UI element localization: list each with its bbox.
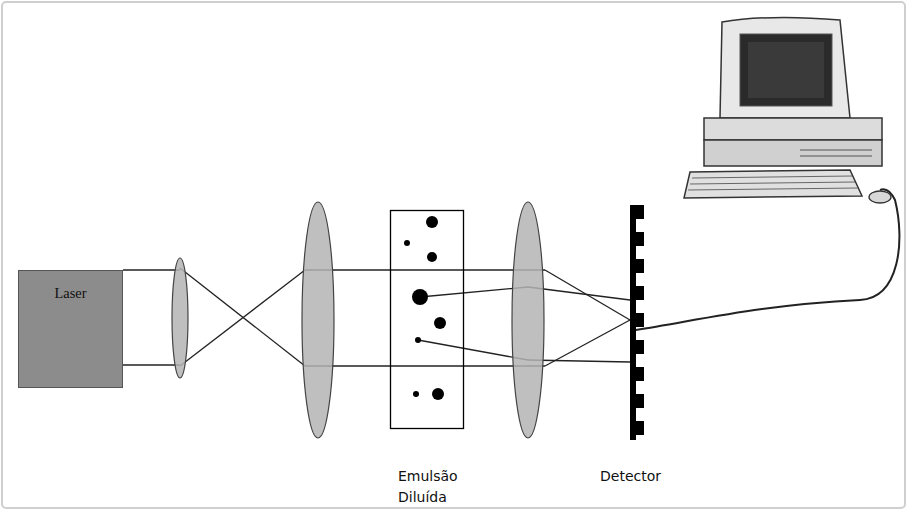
cable bbox=[636, 189, 899, 330]
lens bbox=[512, 202, 544, 438]
sample-cell bbox=[391, 211, 464, 429]
lens bbox=[172, 258, 188, 378]
detector-symbol bbox=[630, 205, 644, 440]
laser-box: Laser bbox=[18, 270, 123, 388]
computer-icon bbox=[684, 17, 891, 203]
emulsion-cell: Emulsão Diluída bbox=[390, 210, 464, 429]
particles bbox=[404, 216, 446, 400]
node-label: Detector bbox=[600, 466, 661, 487]
light-path bbox=[123, 268, 630, 366]
detector: Detector bbox=[628, 205, 646, 440]
node-label: Laser bbox=[19, 285, 122, 302]
lens bbox=[302, 202, 334, 438]
node-label: Emulsão Diluída bbox=[398, 466, 468, 508]
